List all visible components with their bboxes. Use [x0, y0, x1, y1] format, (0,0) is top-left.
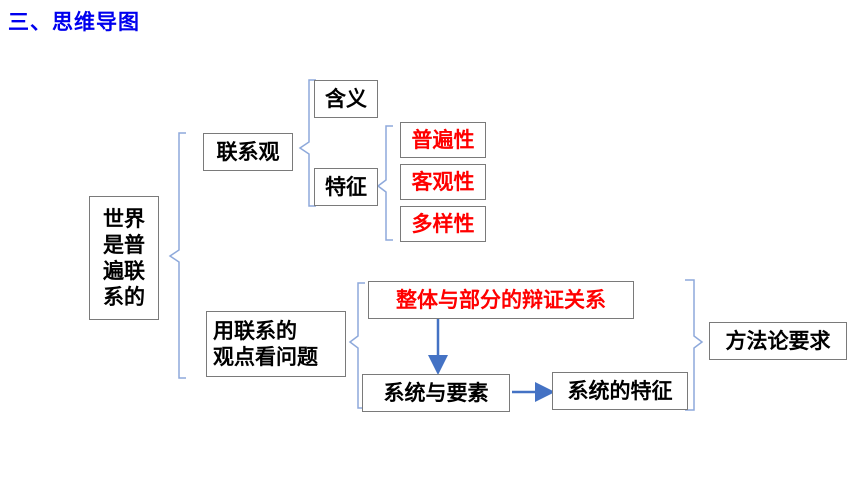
- yong-bracket: [348, 282, 365, 409]
- node-zhengti-bufen: 整体与部分的辩证关系: [368, 281, 634, 319]
- node-xitong-yaosu: 系统与要素: [362, 374, 510, 412]
- node-yong-lianxi: 用联系的 观点看问题: [206, 311, 346, 377]
- node-fangfalun: 方法论要求: [709, 322, 847, 360]
- node-duoyangxing: 多样性: [400, 206, 486, 242]
- node-lianxi-guan: 联系观: [203, 133, 293, 171]
- page-title: 三、思维导图: [8, 10, 140, 34]
- node-xitong-tezheng: 系统的特征: [552, 372, 688, 410]
- lianxi-bracket: [298, 79, 316, 207]
- node-root: 世界 是普 遍联 系的: [89, 196, 159, 320]
- node-tezheng: 特征: [314, 168, 378, 206]
- fangfa-bracket: [685, 279, 704, 411]
- root-bracket: [168, 132, 186, 379]
- node-hanyi: 含义: [314, 80, 378, 118]
- node-pubianxing: 普遍性: [400, 122, 486, 158]
- tezheng-bracket: [376, 125, 393, 241]
- node-keguanxing: 客观性: [400, 164, 486, 200]
